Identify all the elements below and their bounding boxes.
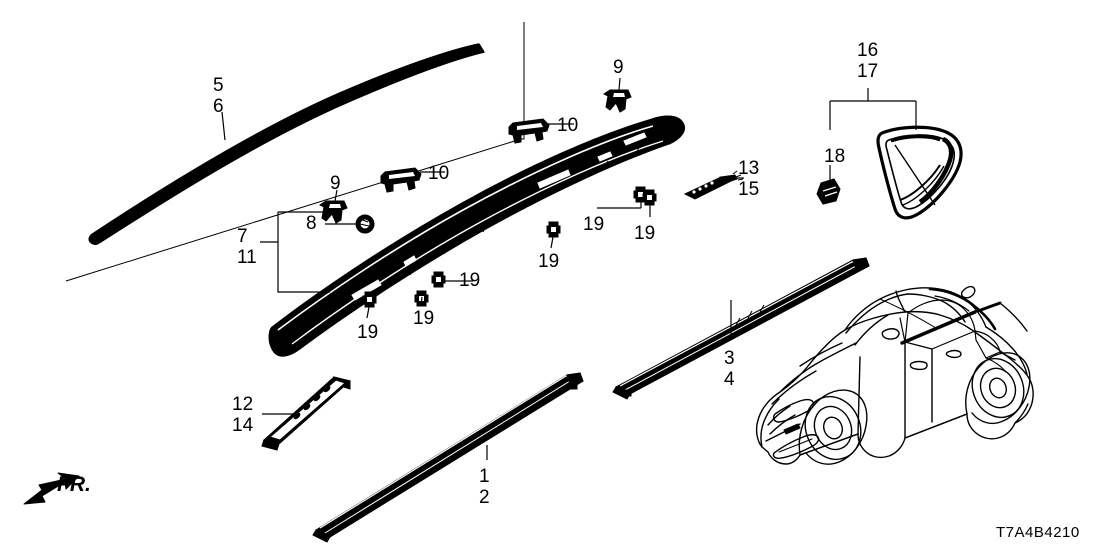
callout-19-b: 19 — [634, 223, 656, 244]
callout-8: 8 — [306, 213, 317, 234]
grommet-8 — [355, 214, 375, 234]
clip-19-b — [642, 189, 657, 217]
roof-rail-assembly — [268, 115, 686, 357]
rail-end-clip — [683, 170, 744, 200]
reference-lines — [65, 22, 525, 282]
leader-19-f — [366, 306, 370, 319]
callout-19-e: 19 — [413, 308, 435, 329]
callout-19-f: 19 — [357, 322, 379, 343]
callout-10-lower: 10 — [428, 163, 450, 184]
callout-7-11: 7 11 — [237, 226, 257, 268]
callout-19-c: 19 — [538, 251, 560, 272]
diagram-part-number: T7A4B4210 — [996, 524, 1080, 541]
leader-9-upper — [618, 77, 621, 91]
callout-5-6: 5 6 — [213, 75, 224, 117]
callout-19-d: 19 — [459, 270, 481, 291]
clip-9-lower — [319, 200, 348, 224]
rail-cover-strip — [261, 376, 352, 451]
clip-10-upper — [508, 118, 550, 144]
clip-19-c — [546, 221, 561, 238]
leader-5-6 — [221, 111, 226, 141]
callout-16-17: 16 17 — [857, 40, 879, 82]
clip-19-d — [431, 271, 446, 288]
callout-1-2: 1 2 — [479, 466, 490, 508]
callout-3-4: 3 4 — [724, 348, 735, 390]
vehicle-illustration — [755, 285, 1034, 465]
leader-7-11 — [260, 211, 330, 293]
front-direction-label: FR. — [57, 473, 91, 496]
callout-19-a: 19 — [583, 214, 605, 235]
leader-9-lower — [334, 189, 338, 202]
door-molding-front — [312, 372, 584, 543]
callout-12-14: 12 14 — [232, 394, 254, 436]
front-direction-arrow-icon — [23, 472, 80, 505]
callout-13-15: 13 15 — [738, 158, 760, 200]
callout-9-lower: 9 — [330, 173, 341, 194]
roof-molding-left — [88, 43, 485, 245]
callout-10-upper: 10 — [557, 115, 579, 136]
door-molding-rear — [612, 257, 870, 400]
leader-16-17 — [829, 88, 917, 130]
leader-19-e-line — [420, 296, 423, 307]
callout-9-upper: 9 — [613, 57, 624, 78]
leader-19-a — [597, 202, 642, 209]
leader-19-c — [550, 236, 554, 249]
callout-18: 18 — [824, 146, 846, 167]
clip-19-f — [362, 291, 377, 308]
clip-9-upper — [603, 89, 632, 113]
cap-18 — [816, 178, 841, 205]
clip-10-lower — [380, 167, 422, 193]
quarter-garnish — [876, 125, 963, 220]
